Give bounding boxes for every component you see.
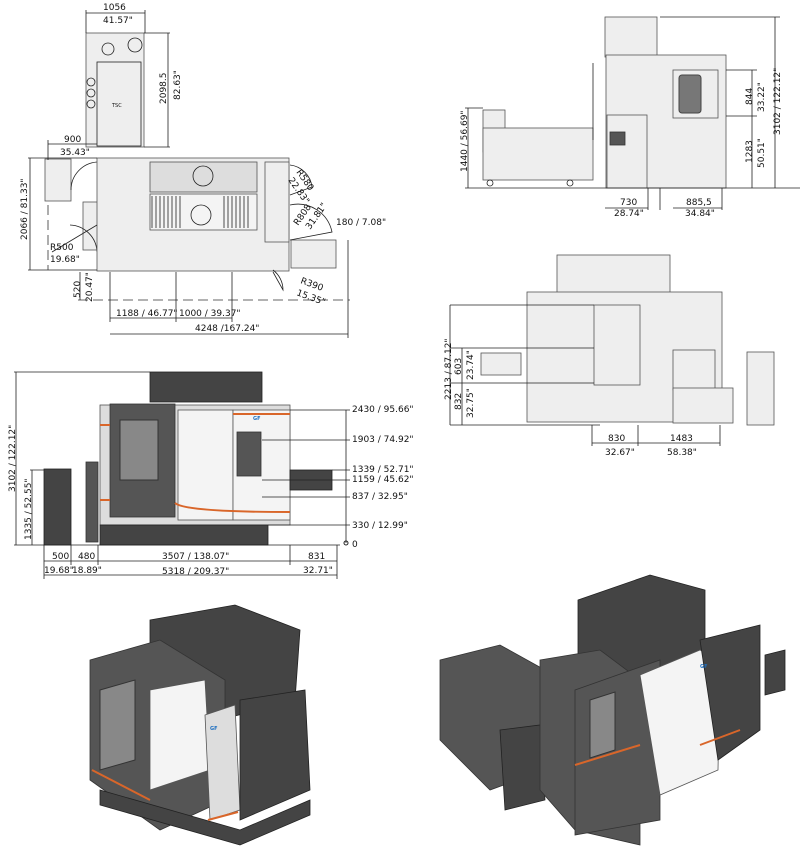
- gf-logo-iso-2: GF: [700, 664, 708, 670]
- dim-tsc-width-mm: 1056: [103, 3, 126, 13]
- gf-logo-iso-1: GF: [210, 726, 218, 732]
- iso-view-front: GF: [89, 604, 311, 846]
- dim-730-in: 28.74": [614, 209, 644, 219]
- iso-view-rear: GF: [439, 574, 786, 846]
- dim-1483-mm: 1483: [670, 434, 693, 444]
- dim-885-mm: 885,5: [686, 198, 712, 208]
- gf-logo: GF: [253, 416, 261, 422]
- dim-832-in: 32.75": [466, 388, 476, 418]
- dim-r500-in: 19.68": [50, 255, 80, 265]
- level-2430: 2430 / 95.66": [352, 405, 414, 415]
- dim-3102-front: 3102 / 122.12": [8, 425, 18, 492]
- dim-520-in: 20.47": [85, 272, 95, 302]
- dim-900-mm: 900: [64, 135, 81, 145]
- dim-1283-mm: 1283: [745, 140, 755, 163]
- dim-603-in: 23.74": [466, 350, 476, 380]
- tsc-label: TSC: [111, 103, 122, 109]
- level-330: 330 / 12.99": [352, 521, 408, 531]
- plan-view: TSC 1056 41.57" 2098.5 82.63" 900 35.43"…: [20, 3, 386, 338]
- dim-500-mm: 500: [52, 552, 69, 562]
- level-837: 837 / 32.95": [352, 492, 408, 502]
- dim-tsc-depth-mm: 2098.5: [159, 73, 169, 105]
- tsc-unit: [85, 32, 145, 148]
- dim-1483-in: 58.38": [667, 448, 697, 458]
- rear-view: 2213 / 87.12" 603 23.74" 832 32.75" 830 …: [444, 254, 775, 458]
- chip-conveyor: [482, 127, 594, 181]
- coolant-cabinet: [43, 468, 72, 546]
- level-1339: 1339 / 52.71": [352, 465, 414, 475]
- dim-603-mm: 603: [454, 358, 464, 375]
- dim-3102-side: 3102 / 122.12": [773, 68, 783, 135]
- side-view: 1440 / 56.69" 730 28.74" 885,5 34.84" 84…: [460, 16, 800, 219]
- dim-830-mm: 830: [608, 434, 625, 444]
- dim-1283-in: 50.51": [757, 138, 767, 168]
- side-cabinet: [44, 158, 72, 202]
- level-1903: 1903 / 74.92": [352, 435, 414, 445]
- dim-2213: 2213 / 87.12": [444, 338, 454, 400]
- dim-1440: 1440 / 56.69": [460, 110, 470, 172]
- dim-r500-mm: R500: [50, 243, 74, 253]
- dim-5318: 5318 / 209.37": [162, 567, 229, 577]
- dim-844-in: 33.22": [757, 82, 767, 112]
- dim-1335: 1335 / 52.55": [24, 478, 34, 540]
- dim-885-in: 34.84": [685, 209, 715, 219]
- dim-1000: 1000 / 39.37": [179, 309, 241, 319]
- dim-2066: 2066 / 81.33": [20, 178, 30, 240]
- dim-830-in: 32.67": [605, 448, 635, 458]
- dim-832-mm: 832: [454, 393, 464, 410]
- level-0: 0: [352, 540, 358, 550]
- dim-180: 180 / 7.08": [336, 218, 386, 228]
- level-1159: 1159 / 45.62": [352, 475, 414, 485]
- dim-730-mm: 730: [620, 198, 637, 208]
- dim-4248: 4248 /167.24": [195, 324, 259, 334]
- dim-831-mm: 831: [308, 552, 325, 562]
- dim-tsc-depth-in: 82.63": [173, 70, 183, 100]
- dim-480-mm: 480: [78, 552, 95, 562]
- dim-480-in: 18.89": [72, 566, 102, 576]
- dim-844-mm: 844: [745, 88, 755, 105]
- dim-3507: 3507 / 138.07": [162, 552, 229, 562]
- dim-500-in: 19.68": [44, 566, 74, 576]
- dim-900-in: 35.43": [60, 148, 90, 158]
- dim-1188: 1188 / 46.77": [116, 309, 178, 319]
- dim-tsc-width-in: 41.57": [103, 16, 133, 26]
- front-view: GF 3102 / 122.12" 1335 / 52.55" 2430 / 9…: [8, 371, 414, 579]
- dim-831-in: 32.71": [303, 566, 333, 576]
- dim-520-mm: 520: [73, 281, 83, 298]
